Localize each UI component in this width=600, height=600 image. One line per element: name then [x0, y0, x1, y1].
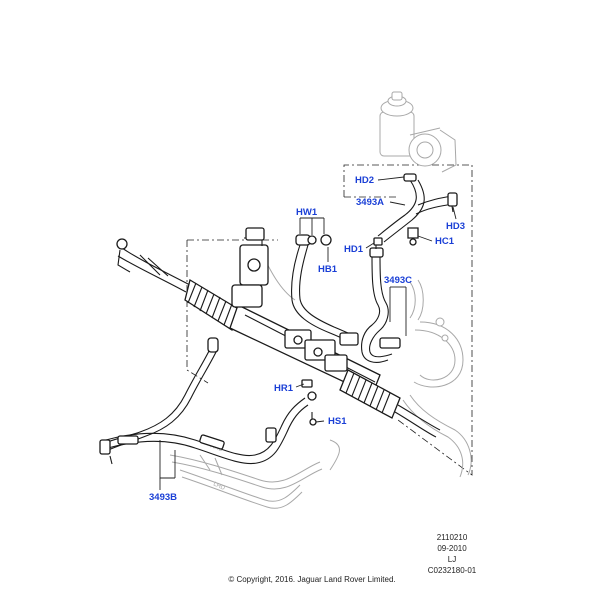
callout-3493b: 3493B [149, 492, 177, 503]
leader-lines [159, 176, 457, 490]
callout-hs1: HS1 [328, 416, 347, 427]
drawing-reference: C0232180-01 [428, 566, 477, 575]
callout-hb1: HB1 [318, 264, 338, 275]
hose-3493c [361, 243, 401, 363]
hose-3493a [377, 173, 458, 243]
steering-rack [116, 227, 441, 438]
callout-hr1: HR1 [274, 383, 294, 394]
callout-3493a: 3493A [356, 197, 384, 208]
copyright-notice: © Copyright, 2016. Jaguar Land Rover Lim… [228, 575, 395, 584]
ghost-components: LHD RHD [169, 249, 472, 509]
callout-hd3: HD3 [446, 221, 465, 232]
callout-hw1: HW1 [296, 207, 318, 218]
hose-hw1-pipe [291, 234, 359, 346]
callout-hd1: HD1 [344, 244, 364, 255]
callout-hd2: HD2 [355, 175, 374, 186]
reservoir-pump [379, 91, 457, 173]
svg-text:LHD: LHD [212, 481, 226, 492]
drawing-date: 09-2010 [437, 544, 467, 553]
callout-hc1: HC1 [435, 236, 455, 247]
hose-3493b [99, 337, 309, 465]
callout-3493c: 3493C [384, 275, 412, 286]
drawing-code: 2110210 [437, 533, 468, 542]
drawing-initials: LJ [448, 555, 456, 564]
